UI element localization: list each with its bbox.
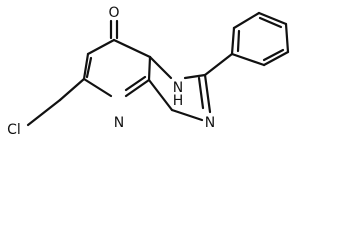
ring-bond-n3-c3a: [170, 108, 204, 122]
nh-nitrogen-label: N: [173, 80, 183, 96]
phenyl-bond-4: [257, 11, 288, 26]
ring-bond-c2-n3-inner: [197, 76, 205, 110]
phenyl-bond-ipso: [203, 52, 234, 77]
phenyl-bond-5: [232, 11, 261, 30]
ring-bond-n4-c3a: [124, 78, 151, 98]
ring-bond-c6-c5-outer: [82, 52, 90, 81]
phenyl-inner-1: [236, 29, 241, 53]
ring-bond-n1-c7: [112, 38, 152, 59]
triazole-nitrogen-label: N: [205, 115, 215, 131]
phenyl-bond-6: [230, 26, 236, 56]
chloromethyl-bond: [58, 77, 86, 102]
nh-hydrogen-label: H: [173, 93, 184, 109]
ring-bond-c3a-n1: [147, 55, 152, 82]
pyrimidine-nitrogen-label: N: [114, 115, 124, 131]
phenyl-bond-3: [284, 22, 290, 54]
chloromethyl-cl-bond: [26, 98, 62, 127]
ring-bond-nh-c2: [183, 73, 207, 80]
phenyl-inner-2: [258, 16, 283, 29]
molecule-svg: O Cl N H N N: [7, 5, 290, 138]
ring-bond-c5-n4: [82, 77, 113, 98]
ring-bond-n1-nh: [148, 55, 173, 80]
ring-bond-c3a-n3: [147, 78, 174, 112]
chloro-label: Cl: [7, 122, 21, 138]
bond-layer: [26, 11, 290, 127]
ring-bond-c2-n3: [203, 73, 212, 114]
ring-bond-c6-c5-inner: [85, 56, 93, 79]
chemical-structure-figure: O Cl N H N N: [7, 5, 290, 138]
phenyl-inner-3: [262, 48, 285, 62]
phenyl-bond-2: [262, 50, 290, 67]
ring-bond-c7-c6: [86, 38, 116, 56]
ring-bond-n4-c3a-inner: [124, 75, 147, 92]
phenyl-bond-1: [230, 52, 266, 67]
carbonyl-oxygen-label: O: [108, 5, 119, 21]
atom-label-layer: O Cl N H N N: [7, 5, 215, 138]
